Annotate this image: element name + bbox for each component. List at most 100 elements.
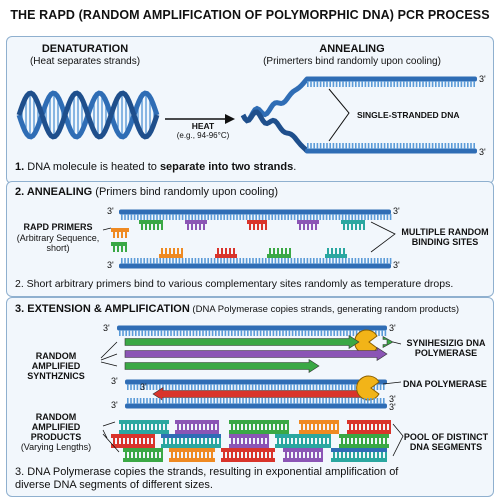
synthetics-label-2: AMPLIFIED (31, 361, 81, 371)
dna-polymerase (356, 375, 380, 401)
template-strand-a (117, 325, 387, 336)
strand-end-a-right: 3' (389, 323, 396, 333)
step-1-emphasis: separate into two strands (159, 161, 294, 173)
strand-end-top-right: 3' (393, 206, 400, 216)
product-seg-1-4-bottom (299, 424, 339, 434)
bound-primer-bottom-4 (325, 248, 347, 258)
free-primer-1 (111, 228, 129, 238)
product-seg-2-5-bottom (339, 438, 389, 448)
synthetics-label-1: RANDOM (35, 351, 77, 361)
template-strand-bottom (119, 258, 392, 269)
step-2-caption: 2. Short arbitrary primers bind to vario… (15, 278, 454, 290)
synthetics-label-3: SYNTHZNICS (27, 371, 85, 381)
annealing-header-title: 2. ANNEALING (15, 186, 93, 198)
template-strand-b (125, 379, 387, 390)
product-seg-1-2-bottom (175, 424, 219, 434)
binding-sites-label-2: BINDING SITES (411, 237, 479, 247)
pool-label-2: DNA SEGMENTS (409, 442, 483, 452)
separating-strand-bottom (240, 109, 309, 153)
product-seg-2-3-bottom (229, 438, 269, 448)
strand-end-top-left: 3' (107, 206, 114, 216)
extension-header: 3. EXTENSION & AMPLIFICATION (DNA Polyme… (15, 303, 493, 316)
bound-primer-bottom-1 (159, 248, 183, 258)
strand-end-bottom-left: 3' (107, 260, 114, 270)
extension-header-title: 3. EXTENSION & AMPLIFICATION (15, 303, 190, 315)
step-3-caption-line-1: 3. DNA Polymerase copies the strands, re… (15, 466, 399, 478)
primers-pointer (102, 227, 112, 231)
annealing-diagram (102, 209, 396, 269)
heat-arrow-head (225, 114, 235, 124)
products-pointers (102, 421, 120, 453)
sites-pointer (370, 221, 396, 253)
rapd-primers-label: RAPD PRIMERS (23, 222, 93, 232)
step-3-caption-line-2: diverse DNA segments of different sizes. (15, 479, 213, 491)
single-strand-bottom (305, 143, 477, 154)
template-strand-top (119, 209, 392, 220)
extension-diagram (100, 325, 404, 462)
product-seg-3-1-bottom (123, 452, 163, 462)
product-seg-3-5-bottom (331, 452, 387, 462)
denaturation-subtitle: (Heat separates strands) (29, 56, 141, 67)
template-strand-c (125, 398, 387, 409)
panel-denaturation: DENATURATION (Heat separates strands) AN… (6, 36, 494, 184)
new-strand-red (152, 386, 370, 402)
poly1-pointer (392, 341, 402, 345)
product-seg-1-3-bottom (229, 424, 289, 434)
product-seg-3-4-bottom (283, 452, 323, 462)
step-1-number: 1. (15, 161, 25, 173)
heat-temperature: (e.g., 94-96°C) (176, 131, 230, 140)
single-strand-top (305, 76, 477, 87)
step-1-caption: 1. DNA molecule is heated to separate in… (15, 161, 485, 174)
rapd-primers-sub2: short) (46, 243, 70, 253)
annealing-header: 2. ANNEALING (Primers bind randomly upon… (15, 186, 485, 199)
product-seg-3-2-bottom (169, 452, 215, 462)
new-strand-purple (124, 346, 388, 362)
product-seg-3-3-bottom (221, 452, 275, 462)
extension-header-subtitle: (DNA Polymerase copies strands, generati… (189, 304, 460, 315)
products-sub: (Varying Lengths) (20, 442, 92, 452)
strand-end-bottom: 3' (479, 147, 486, 157)
free-primer-2 (111, 242, 127, 252)
new-strand-green-tip (382, 335, 394, 349)
strand-end-d-left: 3' (389, 402, 396, 412)
single-stranded-dna-label: SINGLE-STRANDED DNA (357, 110, 460, 120)
new-strand-green (124, 334, 360, 350)
bound-primer-top-4 (297, 220, 319, 230)
synthesizing-polymerase-label-2: POLYMERASE (414, 348, 478, 358)
bound-primer-bottom-3 (267, 248, 291, 258)
page-title: THE RAPD (RANDOM AMPLIFICATION OF POLYMO… (10, 8, 490, 22)
synth-pointers (100, 341, 118, 367)
products-label-2: AMPLIFIED (31, 422, 81, 432)
bound-primer-top-3 (247, 220, 267, 230)
heat-label: HEAT (191, 121, 215, 131)
denaturation-heading: DENATURATION (41, 43, 129, 55)
strand-end-c-left: 3' (389, 394, 396, 404)
strand-end-a-left: 3' (103, 323, 110, 333)
panel-annealing: 2. ANNEALING (Primers bind randomly upon… (6, 181, 494, 297)
product-seg-2-2-bottom (161, 438, 221, 448)
helix-strand-2 (16, 90, 160, 140)
products-label-1: RANDOM (35, 412, 77, 422)
panel-extension: 3. EXTENSION & AMPLIFICATION (DNA Polyme… (6, 297, 494, 497)
synthesizing-polymerase-label-1: SYNIHESIZIG DNA (406, 338, 486, 348)
rapd-primers-sub1: (Arbitrary Sequence, (16, 233, 100, 243)
new-strand-green-2 (124, 358, 320, 374)
product-seg-2-4-bottom (275, 438, 331, 448)
strand-end-b-right: 3' (140, 382, 147, 392)
strand-end-b-left: 3' (111, 376, 118, 386)
binding-sites-label-1: MULTIPLE RANDOM (401, 227, 489, 237)
dna-polymerase-label: DNA POLYMERASE (403, 379, 487, 389)
annealing-header-subtitle: (Primers bind randomly upon cooling) (92, 186, 279, 198)
strand-end-top: 3' (479, 74, 486, 84)
strand-end-c-right: 3' (111, 400, 118, 410)
bound-primer-bottom-2 (215, 248, 237, 258)
step-1-end: . (293, 161, 297, 173)
step-1-text: DNA molecule is heated to (24, 161, 160, 173)
bound-primer-top-1 (139, 220, 163, 230)
strand-end-bottom-right: 3' (393, 260, 400, 270)
annealing-heading: ANNEALING (319, 43, 385, 55)
bound-primer-top-5 (341, 220, 365, 230)
bound-primer-top-2 (185, 220, 207, 230)
products-label-3: PRODUCTS (30, 432, 82, 442)
